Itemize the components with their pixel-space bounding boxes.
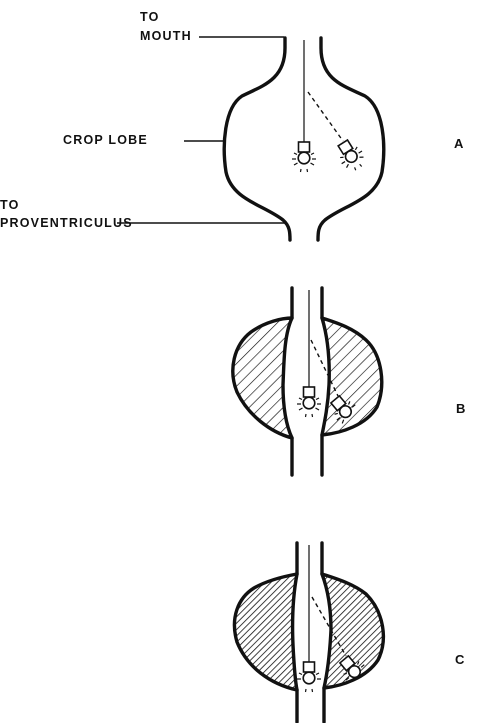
panel-c (234, 543, 383, 722)
to-proventriculus-label: TO PROVENTRICULUS (0, 198, 285, 230)
collapsed-lobe-right (322, 318, 382, 435)
panel-b (233, 288, 382, 475)
panel-a-letter: A (454, 136, 464, 151)
crop-lobe-label: CROP LOBE (63, 133, 226, 147)
panel-c-letter: C (455, 652, 465, 667)
collapsed-lobe-left (233, 318, 292, 438)
panel-b-letter: B (456, 401, 465, 416)
contracted-lobe-left (234, 574, 297, 690)
to-proventriculus-line-1: TO (0, 198, 20, 212)
to-mouth-line-2: MOUTH (140, 29, 192, 43)
light-probe-vertical (297, 290, 321, 417)
to-mouth-line-1: TO (140, 10, 160, 24)
crop-lobe-text: CROP LOBE (63, 133, 148, 147)
light-probe-vertical (297, 545, 321, 692)
to-proventriculus-line-2: PROVENTRICULUS (0, 216, 133, 230)
crop-left-wall (224, 38, 290, 240)
light-probe-vertical (292, 40, 316, 172)
light-probe-deflected (308, 92, 369, 175)
crop-right-wall (318, 38, 384, 240)
panel-a (224, 38, 383, 240)
to-mouth-label: TO MOUTH (140, 10, 284, 43)
